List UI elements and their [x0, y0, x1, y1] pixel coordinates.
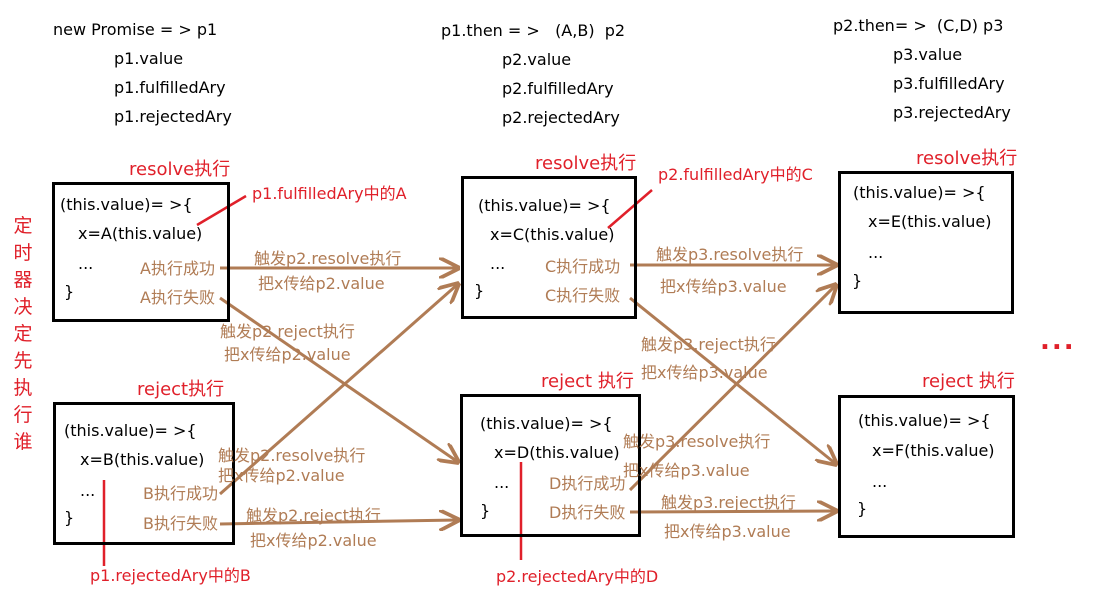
box-e-open: (this.value)= >{	[853, 183, 986, 202]
header-p2-rejected: p2.rejectedAry	[502, 108, 620, 127]
box-f-dots: ...	[872, 472, 888, 491]
box-b-success: B执行成功	[143, 484, 218, 503]
header-p3-fulfilled: p3.fulfilledAry	[893, 74, 1005, 93]
box-f-body: x=F(this.value)	[872, 441, 995, 460]
arrow-label-6a: 触发p3.reject执行	[641, 335, 776, 354]
box-a-fail: A执行失败	[140, 288, 215, 307]
arrow-label-5b: 把x传给p3.value	[660, 277, 787, 296]
box-a-body: x=A(this.value)	[78, 224, 203, 243]
box-c-dots: ...	[490, 254, 506, 273]
box-b-close: }	[64, 508, 75, 527]
reject-label-1: reject执行	[137, 379, 225, 400]
header-p1-value: p1.value	[114, 49, 184, 68]
box-c-open: (this.value)= >{	[478, 196, 611, 215]
box-e-body: x=E(this.value)	[868, 212, 992, 231]
side-note: 定时器决定先执行谁	[13, 215, 33, 453]
box-f-open: (this.value)= >{	[858, 411, 991, 430]
arrow-label-5a: 触发p3.resolve执行	[656, 245, 804, 264]
box-d-success: D执行成功	[549, 474, 626, 493]
box-b-open: (this.value)= >{	[64, 421, 197, 440]
box-c-body: x=C(this.value)	[490, 225, 615, 244]
header-p1-title: new Promise = > p1	[53, 20, 218, 39]
arrow-label-3a: 触发p2.resolve执行	[218, 446, 366, 465]
callback-box-b	[53, 402, 235, 545]
box-c-fail: C执行失败	[545, 286, 621, 305]
pointer-c	[607, 189, 653, 229]
resolve-label-3: resolve执行	[916, 148, 1018, 169]
box-d-fail: D执行失败	[549, 503, 626, 522]
arrow-label-1a: 触发p2.resolve执行	[254, 249, 402, 268]
callback-box-f	[838, 395, 1015, 538]
box-a-dots: ...	[78, 254, 94, 273]
arrow-label-1b: 把x传给p2.value	[258, 274, 385, 293]
header-p3-rejected: p3.rejectedAry	[893, 103, 1011, 122]
arrow-c-fail	[629, 296, 836, 464]
callback-box-a	[52, 182, 230, 322]
box-b-body: x=B(this.value)	[80, 450, 205, 469]
box-d-open: (this.value)= >{	[480, 414, 613, 433]
resolve-label-2: resolve执行	[535, 153, 637, 174]
annotation-d: p2.rejectedAry中的D	[496, 567, 659, 586]
callback-box-e	[838, 171, 1014, 314]
arrow-d-fail	[629, 511, 836, 512]
annotation-c: p2.fulfilledAry中的C	[658, 165, 813, 184]
callback-box-d	[460, 394, 641, 537]
header-p1-fulfilled: p1.fulfilledAry	[114, 78, 226, 97]
header-p2-fulfilled: p2.fulfilledAry	[502, 79, 614, 98]
arrow-label-4b: 把x传给p2.value	[250, 531, 377, 550]
header-p2-title: p1.then = > (A,B) p2	[441, 21, 626, 40]
arrow-label-8b: 把x传给p3.value	[664, 522, 791, 541]
arrow-label-6b: 把x传给p3.value	[641, 363, 768, 382]
callback-box-c	[461, 176, 637, 319]
arrow-a-fail	[219, 296, 458, 462]
arrow-label-7b: 把x传给p3.value	[623, 461, 750, 480]
box-f-close: }	[857, 499, 868, 518]
arrow-b-success	[219, 284, 458, 496]
arrow-label-2b: 把x传给p2.value	[224, 345, 351, 364]
box-b-fail: B执行失败	[143, 514, 218, 533]
arrow-d-success	[628, 285, 836, 492]
arrow-label-7a: 触发p3.resolve执行	[623, 432, 771, 451]
header-p2-value: p2.value	[502, 50, 572, 69]
annotation-a: p1.fulfilledAry中的A	[252, 184, 407, 203]
header-p1-rejected: p1.rejectedAry	[114, 107, 232, 126]
box-e-dots: ...	[868, 243, 884, 262]
arrow-b-fail	[219, 520, 458, 524]
box-b-dots: ...	[80, 481, 96, 500]
pointer-a	[196, 194, 247, 227]
box-c-success: C执行成功	[545, 257, 621, 276]
arrow-label-2a: 触发p2.reject执行	[220, 322, 355, 341]
arrow-label-3b: 把x传给p2.value	[218, 466, 345, 485]
box-d-dots: ...	[494, 473, 510, 492]
reject-label-2: reject 执行	[541, 371, 634, 392]
arrow-label-8a: 触发p3.reject执行	[661, 493, 796, 512]
reject-label-3: reject 执行	[922, 371, 1015, 392]
box-e-close: }	[852, 271, 863, 290]
resolve-label-1: resolve执行	[129, 159, 231, 180]
box-a-close: }	[64, 282, 75, 301]
box-d-body: x=D(this.value)	[494, 443, 620, 462]
annotation-b: p1.rejectedAry中的B	[90, 566, 251, 585]
continuation-ellipsis: ...	[1040, 326, 1076, 356]
box-a-success: A执行成功	[140, 259, 215, 278]
box-d-close: }	[480, 501, 491, 520]
header-p3-value: p3.value	[893, 45, 963, 64]
box-a-open: (this.value)= >{	[60, 195, 193, 214]
header-p3-title: p2.then= > (C,D) p3	[833, 16, 1004, 35]
box-c-close: }	[474, 281, 485, 300]
arrow-label-4a: 触发p2.reject执行	[246, 506, 381, 525]
